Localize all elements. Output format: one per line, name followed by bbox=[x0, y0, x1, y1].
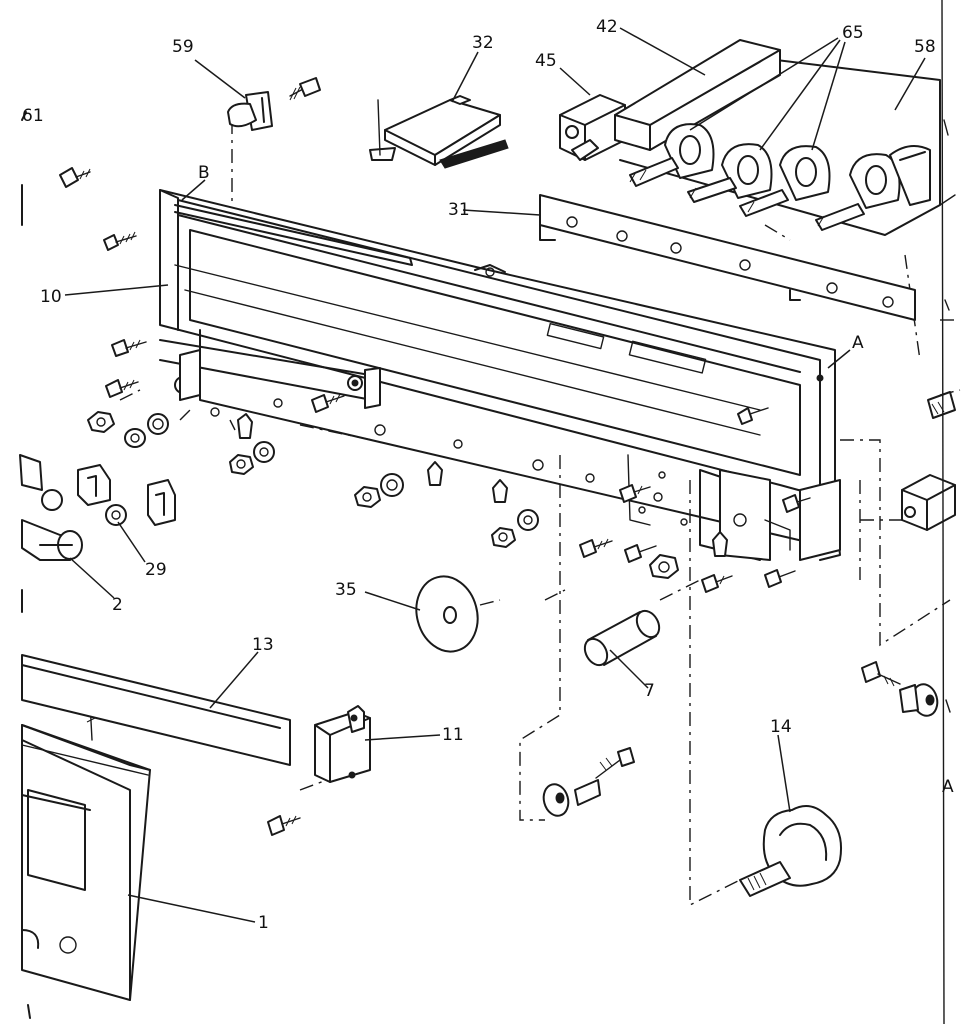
part-11-bracket bbox=[314, 705, 371, 783]
screw bbox=[782, 494, 811, 513]
nuts-and-washers bbox=[87, 411, 679, 579]
screw bbox=[311, 393, 345, 413]
part-13-trim-strip bbox=[21, 654, 291, 766]
screw bbox=[861, 661, 901, 687]
right-side-components bbox=[901, 0, 956, 1024]
washer bbox=[517, 509, 539, 531]
part-35-disc bbox=[415, 575, 479, 653]
hex-nut bbox=[491, 527, 516, 548]
left-side-parts bbox=[19, 184, 176, 613]
label-point-a: A bbox=[852, 333, 864, 353]
switch-assembly bbox=[559, 39, 956, 236]
part-labels: 59 32 42 45 65 58 61 B 31 10 A A 29 2 35… bbox=[22, 17, 954, 933]
label-part-10: 10 bbox=[40, 287, 62, 307]
label-part-45: 45 bbox=[535, 51, 557, 71]
hex-nut bbox=[649, 554, 679, 579]
screw bbox=[737, 407, 769, 425]
part-10-chassis bbox=[159, 189, 841, 561]
part-32-bracket bbox=[369, 95, 509, 169]
washer bbox=[253, 441, 275, 463]
label-point-b: B bbox=[198, 163, 210, 183]
label-part-1: 1 bbox=[258, 913, 269, 933]
part-29-spacer bbox=[41, 489, 127, 526]
hex-nut bbox=[354, 486, 381, 508]
leader-lines bbox=[64, 27, 926, 923]
lower-sub-panel bbox=[159, 339, 791, 557]
screw bbox=[105, 379, 139, 398]
part-1-front-panel bbox=[21, 724, 151, 1019]
roller-parts bbox=[542, 683, 939, 817]
label-part-13: 13 bbox=[252, 635, 274, 655]
screw bbox=[59, 167, 91, 188]
part-2-lever bbox=[21, 519, 83, 561]
label-part-42: 42 bbox=[596, 17, 618, 37]
hex-nut bbox=[87, 411, 115, 433]
label-part-59: 59 bbox=[172, 37, 194, 57]
hex-nut bbox=[229, 454, 254, 475]
label-point-a-right: A bbox=[942, 777, 954, 797]
screw bbox=[764, 569, 796, 588]
screw bbox=[701, 574, 733, 593]
screw bbox=[624, 544, 657, 563]
washer bbox=[124, 428, 146, 448]
screw bbox=[619, 484, 651, 503]
label-part-58: 58 bbox=[914, 37, 936, 57]
part-61-mark bbox=[21, 111, 27, 121]
label-part-35: 35 bbox=[335, 580, 357, 600]
label-part-14: 14 bbox=[770, 717, 792, 737]
screws bbox=[59, 167, 901, 836]
label-part-11: 11 bbox=[442, 725, 464, 745]
part-59-stud bbox=[227, 77, 321, 131]
screw bbox=[579, 538, 613, 558]
part-65-switch-knobs bbox=[629, 123, 901, 231]
label-part-31: 31 bbox=[448, 200, 470, 220]
screw bbox=[111, 339, 147, 357]
label-part-29: 29 bbox=[145, 560, 167, 580]
washer bbox=[380, 473, 404, 497]
part-7-cylinder bbox=[583, 609, 661, 667]
label-part-2: 2 bbox=[112, 595, 123, 615]
screw bbox=[103, 231, 137, 251]
part-14-control-knob bbox=[739, 805, 842, 897]
label-part-7: 7 bbox=[644, 681, 655, 701]
label-part-61: 61 bbox=[22, 106, 44, 126]
label-part-32: 32 bbox=[472, 33, 494, 53]
screw bbox=[267, 815, 301, 836]
label-part-65: 65 bbox=[842, 23, 864, 43]
washer bbox=[147, 413, 169, 435]
screw bbox=[595, 747, 635, 779]
